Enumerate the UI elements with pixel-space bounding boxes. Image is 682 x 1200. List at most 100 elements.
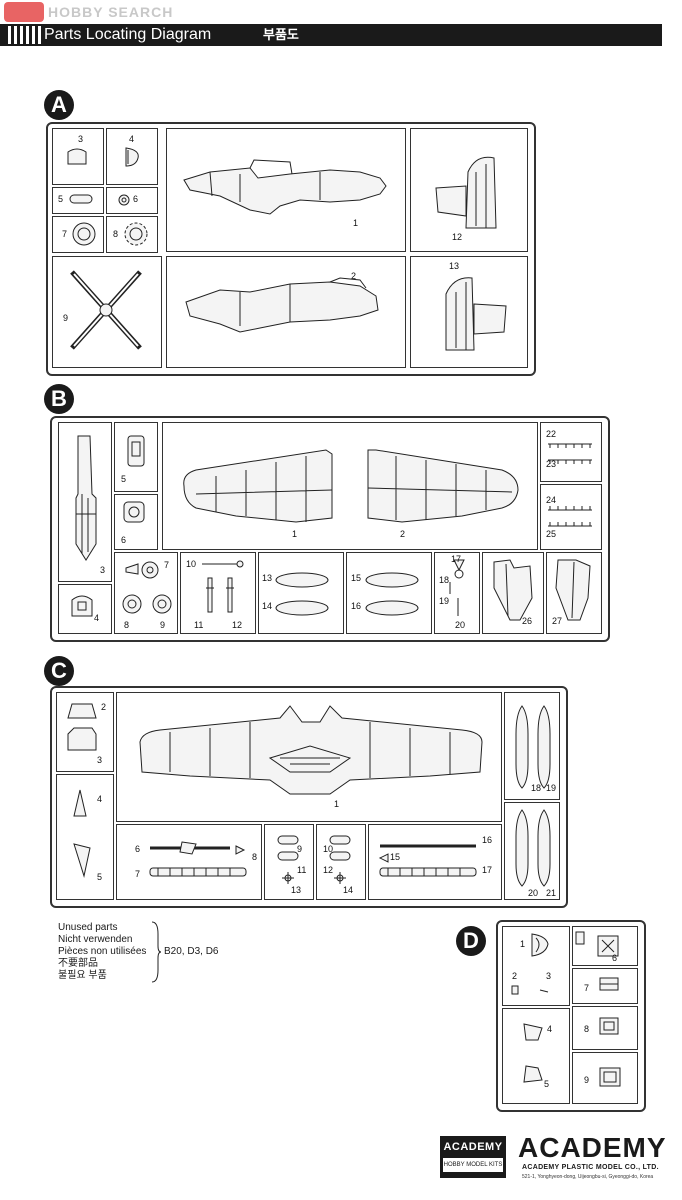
company-address: 521-1, Yonghyeon-dong, Uijeongbu-si, Gye…: [522, 1174, 654, 1180]
part-number: 8: [124, 620, 130, 630]
part-number: 11: [297, 865, 307, 875]
part-number: 24: [546, 495, 557, 505]
part-number: 12: [452, 232, 463, 242]
page-title: Parts Locating Diagram: [44, 26, 212, 43]
sprue-frame-b: [50, 416, 610, 642]
part-number: 17: [451, 554, 462, 564]
instrument-part-drawing: [599, 1017, 619, 1035]
small-part-drawing: [69, 194, 93, 204]
part-number: 5: [97, 872, 103, 882]
header-bar: [0, 24, 662, 46]
clear-part-drawing: [531, 933, 549, 957]
clear-part-drawing: [523, 1065, 543, 1083]
academy-logo-big: ACADEMY: [518, 1132, 667, 1163]
part-number: 4: [129, 134, 135, 144]
part-number: 7: [135, 869, 141, 879]
company-name: ACADEMY PLASTIC MODEL CO., LTD.: [522, 1164, 659, 1171]
unused-line: Pièces non utilisées: [58, 946, 147, 957]
part-number: 13: [291, 885, 302, 895]
wing-left-drawing: [183, 449, 333, 523]
part-cell: [114, 422, 158, 492]
wheel-part-drawing: [122, 594, 172, 614]
academy-logo-small: ACADEMY HOBBY MODEL KITS: [440, 1136, 506, 1178]
part-number: 14: [262, 601, 273, 611]
part-number: 15: [390, 852, 401, 862]
part-number: 4: [94, 613, 100, 623]
landing-gear-strut-drawing: [202, 560, 244, 613]
part-number: 1: [334, 799, 340, 809]
gear-part-drawing: [124, 222, 148, 246]
part-number: 3: [100, 565, 106, 575]
drop-tank-half-drawing: [275, 572, 329, 616]
part-number: 11: [194, 620, 204, 630]
wing-right-drawing: [367, 449, 519, 523]
part-number: 7: [62, 229, 68, 239]
drop-tank-drawing: [515, 705, 551, 789]
part-number: 18: [439, 575, 450, 585]
part-number: 17: [482, 865, 493, 875]
part-number: 15: [351, 573, 362, 583]
fuselage-right-drawing: [185, 277, 379, 333]
part-cell: [540, 422, 602, 482]
unused-line: 불필요 부품: [58, 970, 107, 981]
drop-tank-drawing: [515, 809, 551, 887]
instrument-part-drawing: [599, 977, 619, 991]
part-number: 20: [455, 620, 466, 630]
small-part-drawing: [575, 931, 585, 945]
section-label-c: C: [44, 656, 74, 686]
part-number: 6: [133, 194, 139, 204]
unused-parts-list: B20, D3, D6: [164, 946, 219, 957]
bomb-part-drawing: [277, 835, 299, 884]
part-cell: [504, 802, 560, 900]
part-cell: [106, 187, 158, 214]
small-part-drawing: [125, 561, 159, 579]
watermark-text: HOBBY SEARCH: [48, 4, 174, 20]
tail-fin-drawing: [435, 156, 497, 229]
small-parts-drawing: [449, 559, 465, 616]
rocket-rail-drawing: [378, 844, 477, 877]
fuselage-left-drawing: [183, 159, 387, 215]
rocket-rail-drawing: [149, 841, 247, 877]
part-number: 26: [522, 616, 533, 626]
unused-parts-note: Unused parts Nicht verwenden Pièces non …: [58, 922, 146, 982]
part-number: 9: [160, 620, 166, 630]
part-number: 6: [612, 953, 618, 963]
logo-small-subtext: HOBBY MODEL KITS: [443, 1158, 503, 1172]
small-part-drawing: [123, 501, 145, 523]
part-number: 3: [546, 971, 552, 981]
part-number: 2: [400, 529, 406, 539]
part-number: 1: [353, 218, 359, 228]
drop-tank-half-drawing: [365, 572, 419, 616]
part-number: 21: [546, 888, 557, 898]
part-cell: [180, 552, 256, 634]
part-number: 5: [58, 194, 64, 204]
part-number: 16: [482, 835, 493, 845]
rocket-rack-drawing: [548, 443, 592, 464]
part-cell: [258, 552, 344, 634]
instrument-part-drawing: [599, 1067, 621, 1087]
tail-fin-drawing: [445, 277, 507, 351]
sprue-frame-c: [50, 686, 568, 908]
part-number: 10: [186, 559, 197, 569]
section-label-b: B: [44, 384, 74, 414]
small-part-drawing: [118, 194, 130, 206]
part-number: 25: [546, 529, 557, 539]
propeller-drawing: [70, 270, 142, 350]
part-number: 7: [584, 983, 590, 993]
part-cell: [502, 1008, 570, 1104]
small-part-drawing: [511, 985, 549, 995]
part-number: 1: [292, 529, 298, 539]
part-number: 12: [232, 620, 243, 630]
part-cell: [540, 484, 602, 550]
small-part-drawing: [73, 789, 91, 878]
section-label-d: D: [456, 926, 486, 956]
part-number: 19: [439, 596, 450, 606]
part-number: 6: [135, 844, 141, 854]
canopy-part-drawing: [125, 147, 139, 167]
part-number: 14: [343, 885, 354, 895]
rocket-rack-drawing: [548, 506, 592, 527]
landing-gear-bay-drawing: [75, 435, 97, 561]
small-part-drawing: [127, 435, 145, 467]
part-number: 7: [164, 560, 170, 570]
part-cell: [116, 824, 262, 900]
